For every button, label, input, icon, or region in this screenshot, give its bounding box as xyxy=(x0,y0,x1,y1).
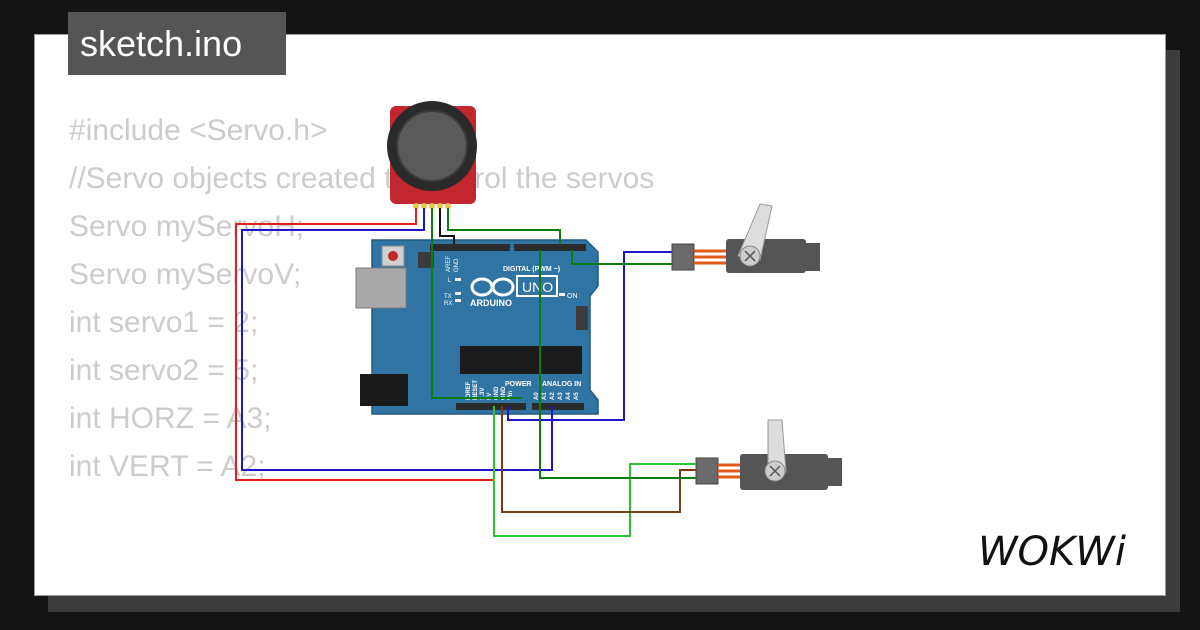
arduino-logo-icon xyxy=(470,275,558,297)
servo-connector xyxy=(695,457,719,485)
power-pin-label: GND xyxy=(494,386,500,400)
power-pin-label: RESET xyxy=(473,380,479,400)
wire-green-2[interactable] xyxy=(447,208,561,244)
code-line: #include <Servo.h> xyxy=(69,114,328,147)
on-led-label: ON xyxy=(567,293,578,300)
wire-blue-servo-h[interactable] xyxy=(507,251,672,421)
analog-header xyxy=(532,403,584,410)
wire-light-green[interactable] xyxy=(493,406,696,537)
joystick-knob[interactable] xyxy=(396,110,468,182)
analog-header-label: ANALOG IN xyxy=(542,381,581,388)
code-line: int servo1 = 2; xyxy=(69,306,259,339)
wire-brown[interactable] xyxy=(501,406,696,513)
tx-led-label: TX xyxy=(444,294,452,300)
l-led xyxy=(455,278,461,281)
code-block: #include <Servo.h>//Servo objects create… xyxy=(69,107,654,491)
aref-label: AREF xyxy=(446,256,452,272)
joystick-pin xyxy=(437,203,443,209)
servo-vertical[interactable] xyxy=(695,419,842,490)
wire-blue[interactable] xyxy=(241,208,553,471)
wokwi-logo-text: WOKWi xyxy=(978,529,1126,575)
servo-tab xyxy=(806,243,820,271)
tx-led xyxy=(455,292,461,295)
power-header-label: POWER xyxy=(505,381,531,388)
rx-led-label: RX xyxy=(444,301,452,307)
wires xyxy=(235,208,696,537)
wire-green-joystick[interactable] xyxy=(431,208,522,399)
joystick-pin xyxy=(421,203,427,209)
servo-connector xyxy=(671,243,695,271)
wire-green-servo-v[interactable] xyxy=(539,250,696,479)
analog-pin-label: A3 xyxy=(558,392,564,400)
joystick-pin xyxy=(413,203,419,209)
analog-pin-label: A4 xyxy=(566,392,572,400)
board-model-label: UNO xyxy=(522,279,553,295)
usb-connector xyxy=(355,267,407,309)
digital-header-label: DIGITAL (PWM ~) xyxy=(503,266,560,273)
arduino-uno-board[interactable]: UNO ARDUINO DIGITAL (PWM ~) POWER ANALOG… xyxy=(355,239,599,415)
analog-pin-label: A2 xyxy=(550,392,556,400)
analog-pin-label: A0 xyxy=(534,392,540,400)
power-pin-label: IOREF xyxy=(466,381,472,400)
code-line: Servo myServoV; xyxy=(69,258,302,291)
wokwi-logo[interactable]: WOKWi xyxy=(978,527,1150,579)
board-brand-label: ARDUINO xyxy=(470,298,512,308)
power-jack xyxy=(360,374,408,406)
code-line: Servo myServoH; xyxy=(69,210,305,243)
analog-pin-label: A5 xyxy=(574,392,580,400)
digital-header-right xyxy=(514,244,586,251)
gnd-label: GND xyxy=(454,258,460,272)
analog-pin-label: A1 xyxy=(542,392,548,400)
wire-black[interactable] xyxy=(439,208,455,244)
wire-green-servo-h[interactable] xyxy=(571,250,672,265)
joystick-pin xyxy=(429,203,435,209)
icsp-header xyxy=(576,306,588,330)
l-led-label: L xyxy=(448,278,452,284)
code-line: int HORZ = A3; xyxy=(69,402,272,435)
rx-led xyxy=(455,299,461,302)
on-led xyxy=(559,293,565,296)
code-line: int servo2 = 5; xyxy=(69,354,259,387)
joystick-module[interactable] xyxy=(387,101,477,209)
power-pin-label: 5V xyxy=(487,393,493,400)
icsp-header-2 xyxy=(418,252,434,268)
digital-header-left xyxy=(430,244,510,251)
atmega-chip xyxy=(460,346,582,374)
joystick-pin xyxy=(445,203,451,209)
reset-button-cap xyxy=(388,251,398,261)
power-header xyxy=(456,403,526,410)
power-pin-label: GND xyxy=(501,386,507,400)
power-pin-label: 3.3V xyxy=(480,388,486,400)
servo-tab xyxy=(828,458,842,486)
file-title-tab[interactable]: sketch.ino xyxy=(68,12,286,75)
preview-card: #include <Servo.h>//Servo objects create… xyxy=(34,34,1166,596)
power-pin-label: Vin xyxy=(508,390,514,400)
servo-horizontal[interactable] xyxy=(671,203,820,273)
